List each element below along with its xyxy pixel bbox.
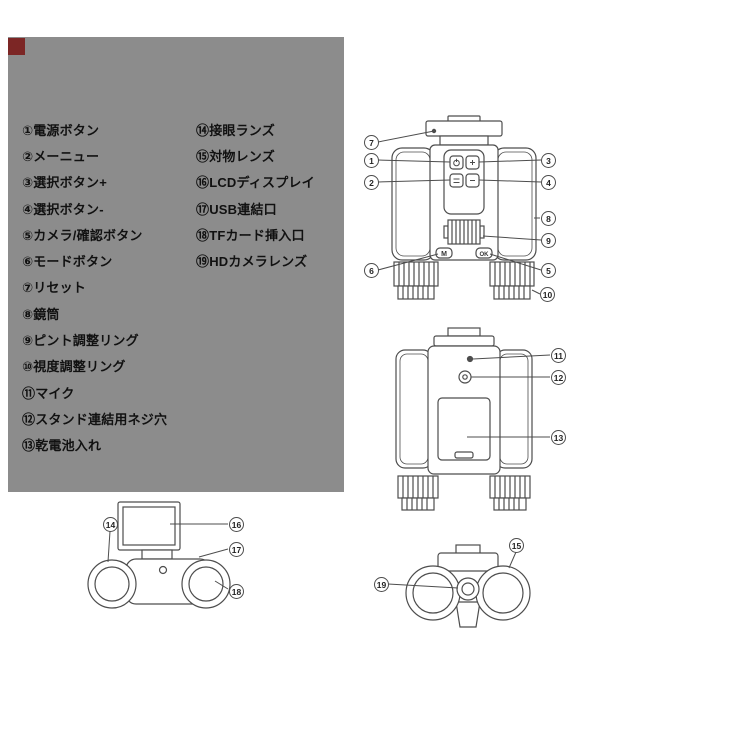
- parts-label-panel: ①電源ボタン ②メーニュー ③選択ボタン+ ④選択ボタン- ⑤カメラ/確認ボタン…: [8, 37, 344, 492]
- callout-15: 15: [509, 538, 524, 553]
- callout-6: 6: [364, 263, 379, 278]
- parts-list-item: ⑲HDカメラレンズ: [196, 254, 308, 270]
- parts-list-column-2: ⑭接眼ランズ ⑮対物レンズ ⑯LCDディスプレイ ⑰USB連結口 ⑱TFカード挿…: [196, 116, 315, 274]
- side-view-drawing: [87, 501, 231, 609]
- callout-3: 3: [541, 153, 556, 168]
- parts-list-item: ⑮対物レンズ: [196, 148, 275, 164]
- rear-view-drawing: M OK: [391, 115, 537, 300]
- parts-list-column-1: ①電源ボタン ②メーニュー ③選択ボタン+ ④選択ボタン- ⑤カメラ/確認ボタン…: [22, 116, 167, 458]
- callout-17: 17: [229, 542, 244, 557]
- callout-1: 1: [364, 153, 379, 168]
- callout-14: 14: [103, 517, 118, 532]
- callout-18: 18: [229, 584, 244, 599]
- bottom-view-drawing: [395, 327, 533, 511]
- front-view-drawing: [405, 544, 531, 628]
- parts-list-item: ①電源ボタン: [22, 122, 100, 138]
- parts-list-item: ⑯LCDディスプレイ: [196, 175, 315, 191]
- parts-list-item: ⑭接眼ランズ: [196, 122, 275, 138]
- parts-list-item: ⑰USB連結口: [196, 201, 277, 217]
- parts-list-item: ③選択ボタン+: [22, 175, 107, 191]
- parts-list-item: ⑧鏡筒: [22, 306, 60, 322]
- parts-list-item: ⑨ピント調整リング: [22, 333, 139, 349]
- callout-leader-lines: [107, 130, 551, 590]
- callout-16: 16: [229, 517, 244, 532]
- callout-12: 12: [551, 370, 566, 385]
- parts-list-item: ⑩視度調整リング: [22, 359, 126, 375]
- parts-list-item: ②メーニュー: [22, 148, 100, 164]
- parts-list-item: ⑱TFカード挿入口: [196, 227, 305, 243]
- parts-list-item: ④選択ボタン-: [22, 201, 104, 217]
- parts-list-item: ⑪マイク: [22, 385, 75, 401]
- callout-9: 9: [541, 233, 556, 248]
- callout-4: 4: [541, 175, 556, 190]
- callout-11: 11: [551, 348, 566, 363]
- parts-list-item: ⑦リセット: [22, 280, 87, 296]
- accent-square: [8, 38, 25, 55]
- callout-2: 2: [364, 175, 379, 190]
- confirm-button-label: OK: [480, 252, 490, 258]
- callout-7: 7: [364, 135, 379, 150]
- parts-list-item: ⑥モードボタン: [22, 254, 113, 270]
- parts-list-item: ⑬乾電池入れ: [22, 438, 102, 454]
- callout-5: 5: [541, 263, 556, 278]
- mode-button-label: M: [441, 251, 447, 258]
- callout-19: 19: [374, 577, 389, 592]
- callout-8: 8: [541, 211, 556, 226]
- callout-10: 10: [540, 287, 555, 302]
- parts-list-item: ⑫スタンド連結用ネジ穴: [22, 411, 168, 427]
- callout-13: 13: [551, 430, 566, 445]
- parts-list-item: ⑤カメラ/確認ボタン: [22, 227, 143, 243]
